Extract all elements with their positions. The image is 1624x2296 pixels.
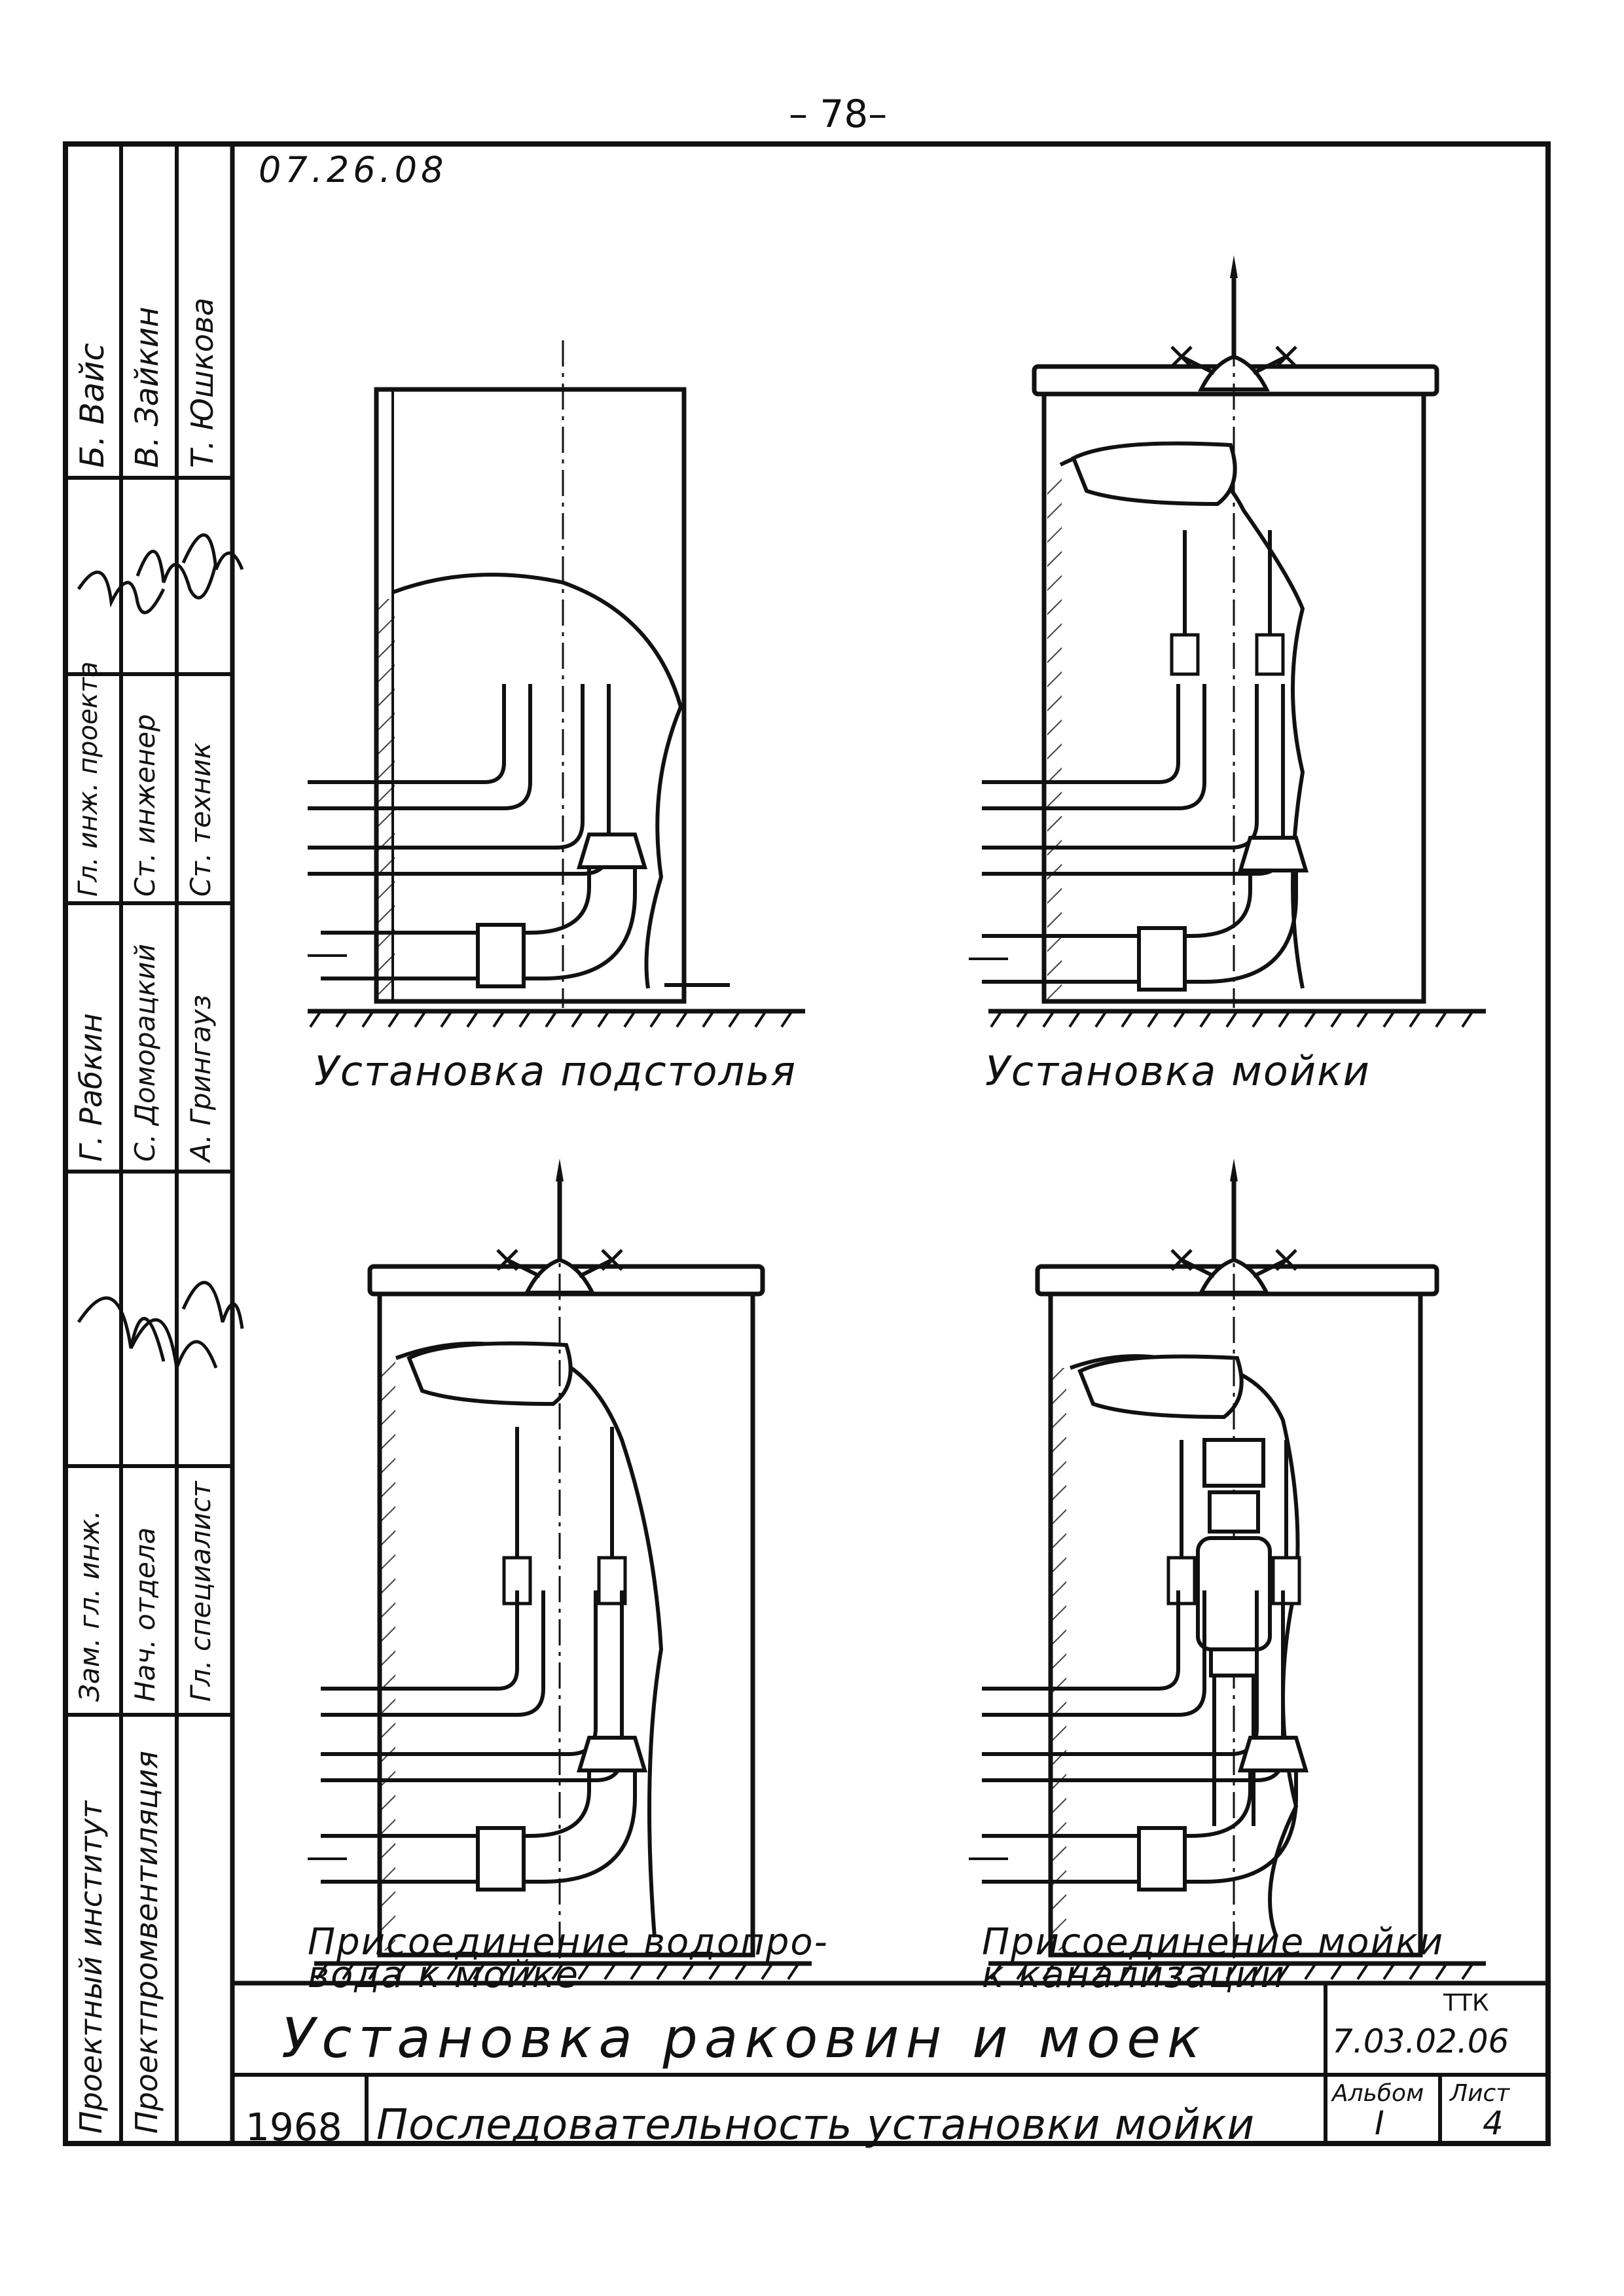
figure-water-connection xyxy=(308,1158,812,1979)
outer-frame xyxy=(63,141,1551,2146)
sheet-title: Установка раковин и моек xyxy=(281,2006,1207,2070)
ttk-label: ТТК xyxy=(1443,1990,1489,2017)
side-stamp-grid xyxy=(65,144,232,2144)
position-row-5: Ст. инженер xyxy=(129,714,161,897)
institute-line2: Проектпромвентиляция xyxy=(129,1750,164,2134)
name-row-4: Б. Вайс xyxy=(73,342,111,468)
sheet-value: 4 xyxy=(1483,2104,1504,2142)
figure-sink xyxy=(969,255,1486,1027)
album-value: I xyxy=(1375,2104,1384,2142)
caption-water-line1-pos: Присоединение водопро- xyxy=(308,1921,829,1964)
caption-cabinet: Установка подстолья xyxy=(314,1047,797,1095)
name-row-5: В. Зайкин xyxy=(129,306,166,468)
position-row-3: Гл. специалист xyxy=(185,1481,217,1702)
sheet-label: Лист xyxy=(1450,2080,1510,2107)
caption-sewer-line1: Присоединение мойки xyxy=(982,1921,1445,1964)
institute-line1: Проектный институт xyxy=(73,1801,109,2134)
name-row-2: С. Доморацкий xyxy=(129,944,161,1162)
position-row-6: Ст. техник xyxy=(185,742,217,897)
album-label: Альбом xyxy=(1332,2080,1424,2107)
figure-sewer-connection xyxy=(969,1158,1486,1979)
position-row-1: Зам. гл. инж. xyxy=(73,1510,105,1702)
page-number: – 78– xyxy=(789,92,888,136)
name-row-6: Т. Юшкова xyxy=(185,297,220,468)
ttk-number: 7.03.02.06 xyxy=(1332,2022,1509,2060)
caption-sewer-line2: к канализации xyxy=(982,1954,1286,1996)
sheet-subtitle: Последовательность установки мойки xyxy=(376,2101,1255,2149)
drawing-code: 07.26.08 xyxy=(259,149,448,190)
caption-water-line2: вода к мойке xyxy=(308,1954,579,1996)
name-row-3: А. Грингауз xyxy=(185,994,217,1162)
sheet-year: 1968 xyxy=(245,2105,342,2149)
position-row-4: Гл. инж. проекта xyxy=(73,661,103,897)
caption-sink: Установка мойки xyxy=(985,1047,1371,1095)
position-row-2: Нач. отдела xyxy=(129,1527,161,1702)
figure-cabinet xyxy=(308,340,805,1027)
name-row-1: Г. Рабкин xyxy=(73,1013,109,1162)
signature-marks xyxy=(77,533,244,1374)
